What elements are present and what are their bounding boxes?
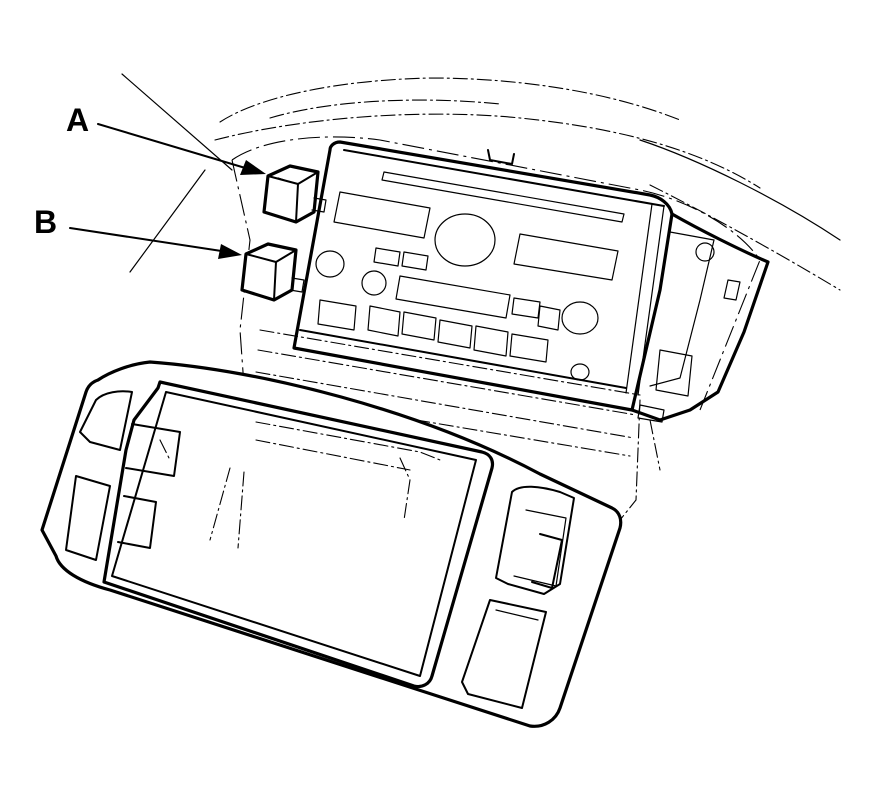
mounting-bracket (630, 212, 770, 423)
center-panel-bezel (40, 360, 623, 728)
dash-frame-recess (231, 136, 761, 561)
callout-label-a: A (66, 102, 90, 138)
callout-label-b: B (34, 204, 58, 240)
inner-dashed-details (159, 421, 441, 549)
dashboard-outline (121, 73, 841, 291)
connector-b (240, 242, 305, 302)
audio-unit (292, 140, 674, 412)
arrow-a (97, 123, 266, 175)
connector-a (262, 164, 327, 224)
arrow-b (69, 227, 242, 259)
